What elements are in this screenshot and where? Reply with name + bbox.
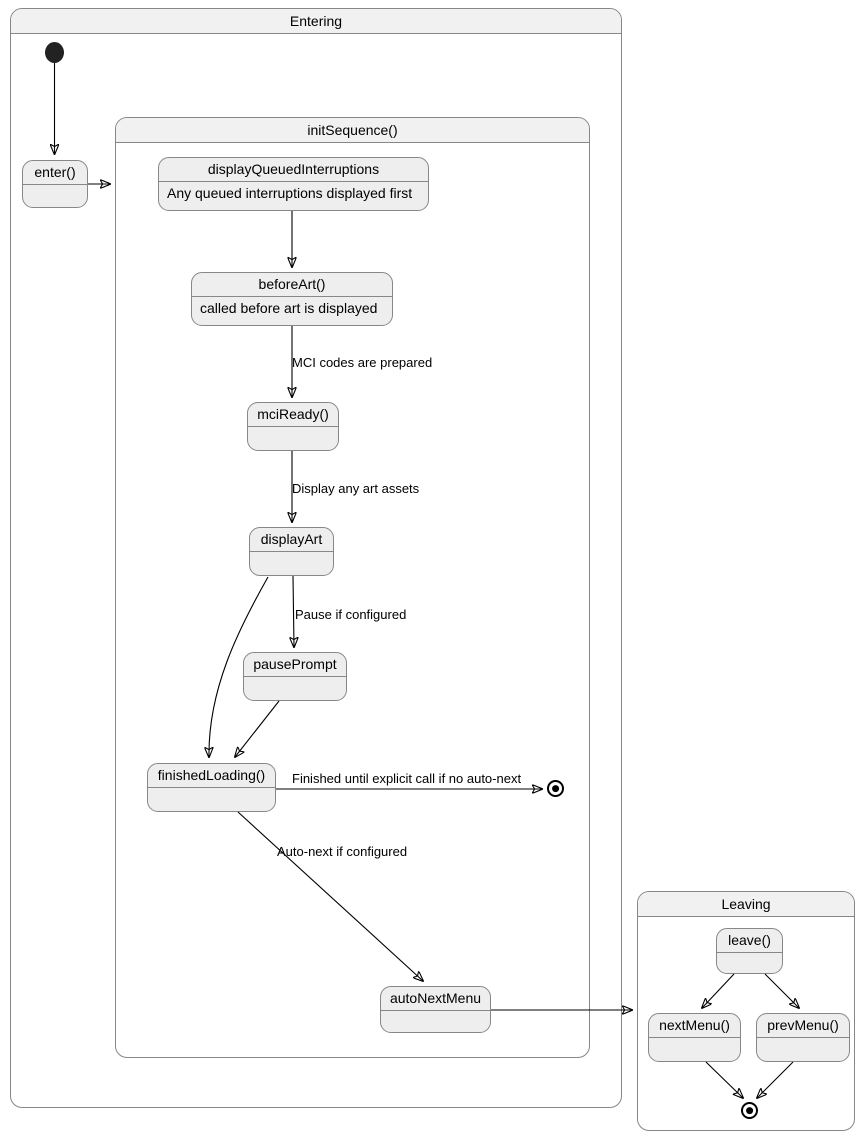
state-prev-menu[interactable]: prevMenu() — [756, 1013, 850, 1062]
state-auto-next-menu[interactable]: autoNextMenu — [380, 986, 491, 1033]
state-next-menu-body — [649, 1038, 740, 1059]
initial-state-node — [45, 42, 64, 63]
state-before-art-body: called before art is displayed — [200, 300, 378, 316]
state-leave-title: leave() — [717, 929, 782, 953]
state-mci-ready-title: mciReady() — [248, 403, 338, 427]
state-display-art-body — [250, 552, 333, 573]
state-enter-body — [23, 185, 87, 206]
state-finished-loading-title: finishedLoading() — [148, 764, 275, 788]
state-display-queued-interruptions-title: displayQueuedInterruptions — [159, 158, 428, 182]
final-state-node-entering — [547, 780, 564, 797]
state-auto-next-menu-title: autoNextMenu — [381, 987, 490, 1011]
state-display-art-title: displayArt — [250, 528, 333, 552]
state-next-menu[interactable]: nextMenu() — [648, 1013, 741, 1062]
state-mci-ready[interactable]: mciReady() — [247, 402, 339, 451]
state-before-art[interactable]: beforeArt() called before art is display… — [191, 272, 393, 326]
state-finished-loading[interactable]: finishedLoading() — [147, 763, 276, 812]
state-leave-body — [717, 953, 782, 973]
composite-state-init-sequence[interactable]: initSequence() — [115, 117, 590, 1058]
state-display-queued-interruptions-body: Any queued interruptions displayed first — [167, 185, 413, 201]
transition-label-mci-codes-prepared: MCI codes are prepared — [292, 355, 433, 370]
state-pause-prompt[interactable]: pausePrompt — [243, 652, 347, 701]
transition-label-pause-if-configured: Pause if configured — [295, 607, 407, 622]
composite-state-leaving-title: Leaving — [638, 892, 854, 917]
composite-state-leaving[interactable]: Leaving — [637, 891, 855, 1131]
state-next-menu-title: nextMenu() — [649, 1014, 740, 1038]
composite-state-entering-title: Entering — [11, 9, 621, 34]
state-leave[interactable]: leave() — [716, 928, 783, 974]
state-finished-loading-body — [148, 788, 275, 809]
state-prev-menu-title: prevMenu() — [757, 1014, 849, 1038]
transition-label-finished-until-explicit-call: Finished until explicit call if no auto-… — [292, 771, 522, 786]
state-prev-menu-body — [757, 1038, 849, 1059]
composite-state-init-sequence-title: initSequence() — [116, 118, 589, 143]
final-state-node-leaving — [741, 1102, 758, 1119]
state-enter-title: enter() — [23, 161, 87, 185]
state-display-art[interactable]: displayArt — [249, 527, 334, 576]
state-pause-prompt-body — [244, 677, 346, 698]
transition-label-display-art-assets: Display any art assets — [292, 481, 420, 496]
state-auto-next-menu-body — [381, 1011, 490, 1032]
state-mci-ready-body — [248, 427, 338, 448]
state-display-queued-interruptions[interactable]: displayQueuedInterruptions Any queued in… — [158, 157, 429, 211]
state-enter[interactable]: enter() — [22, 160, 88, 208]
state-pause-prompt-title: pausePrompt — [244, 653, 346, 677]
state-before-art-title: beforeArt() — [192, 273, 392, 297]
transition-label-auto-next-if-configured: Auto-next if configured — [277, 844, 408, 859]
